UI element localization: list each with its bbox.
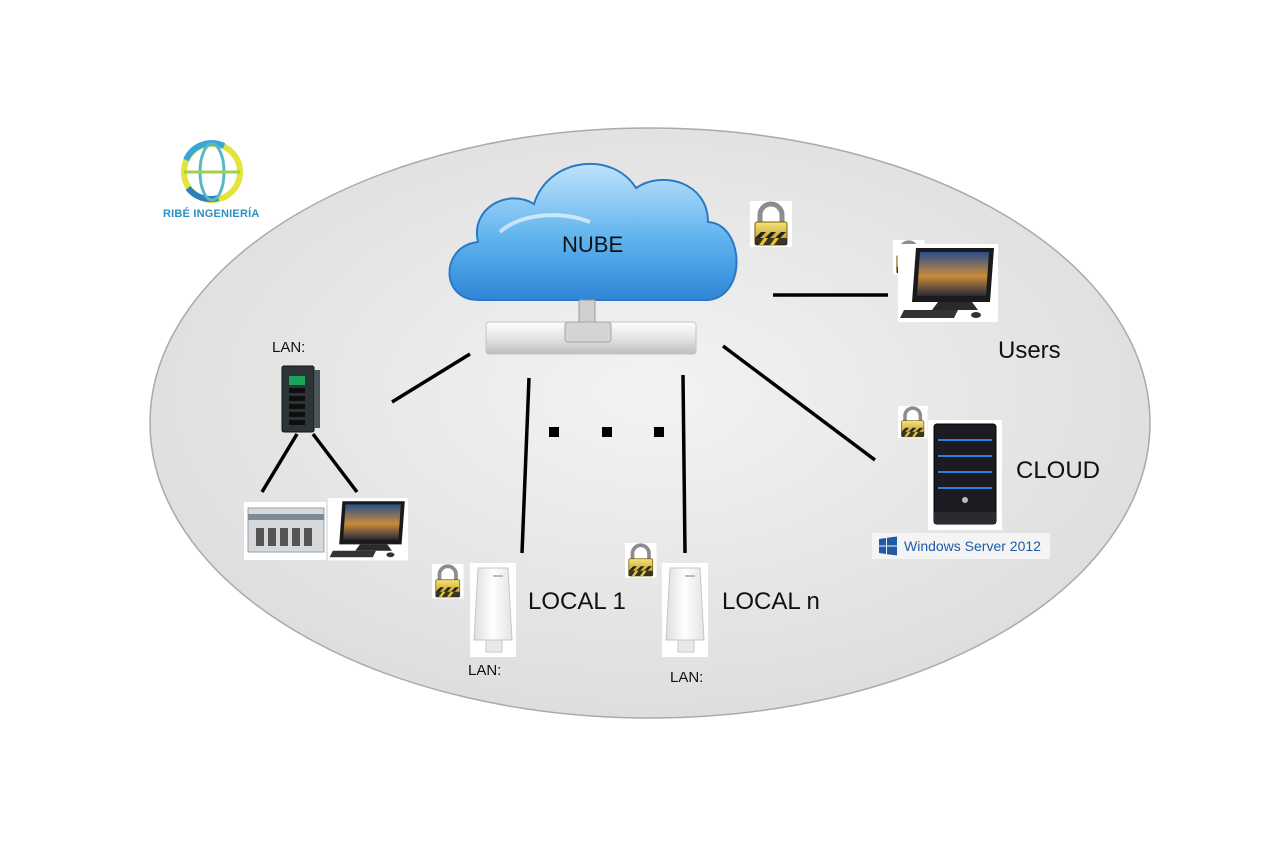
cloud-icon — [448, 162, 738, 355]
lock-icon — [430, 562, 466, 601]
wireless-access-point-icon — [470, 563, 516, 657]
link-cloud-to-local-1 — [520, 377, 531, 554]
link-cloud-to-local-n — [681, 374, 687, 554]
globe-logo-icon — [181, 140, 243, 203]
desktop-computer-icon — [898, 244, 998, 322]
brand-logo-text: RIBÉ INGENIERÍA — [163, 208, 260, 220]
lock-icon — [896, 404, 930, 440]
lan-label-local-1: LAN: — [468, 662, 502, 679]
local-1-label: LOCAL 1 — [528, 588, 626, 615]
wireless-access-point-icon — [662, 563, 708, 657]
links — [260, 293, 888, 554]
desktop-computer-icon — [328, 498, 408, 561]
local-n-label: LOCAL n — [722, 588, 820, 615]
network-switch-icon — [281, 365, 320, 433]
lan-label-local-n: LAN: — [670, 669, 704, 686]
windows-logo-icon — [879, 536, 897, 556]
cloud-label: NUBE — [562, 232, 624, 257]
link-switch-to-module — [260, 433, 299, 493]
windows-server-badge: Windows Server 2012 — [872, 533, 1050, 559]
lan-label-left: LAN: — [272, 339, 306, 356]
link-cloud-to-lan — [391, 352, 471, 404]
windows-server-label: Windows Server 2012 — [904, 538, 1041, 554]
tower-server-icon — [928, 420, 1002, 530]
lock-icon — [750, 201, 792, 247]
ellipsis-dots — [549, 427, 664, 437]
din-rail-module-icon — [244, 502, 326, 560]
server-label: CLOUD — [1016, 457, 1101, 484]
users-label: Users — [998, 337, 1061, 364]
link-switch-to-desktop — [311, 432, 359, 494]
lock-icon — [623, 541, 659, 580]
link-cloud-to-server — [721, 344, 877, 462]
